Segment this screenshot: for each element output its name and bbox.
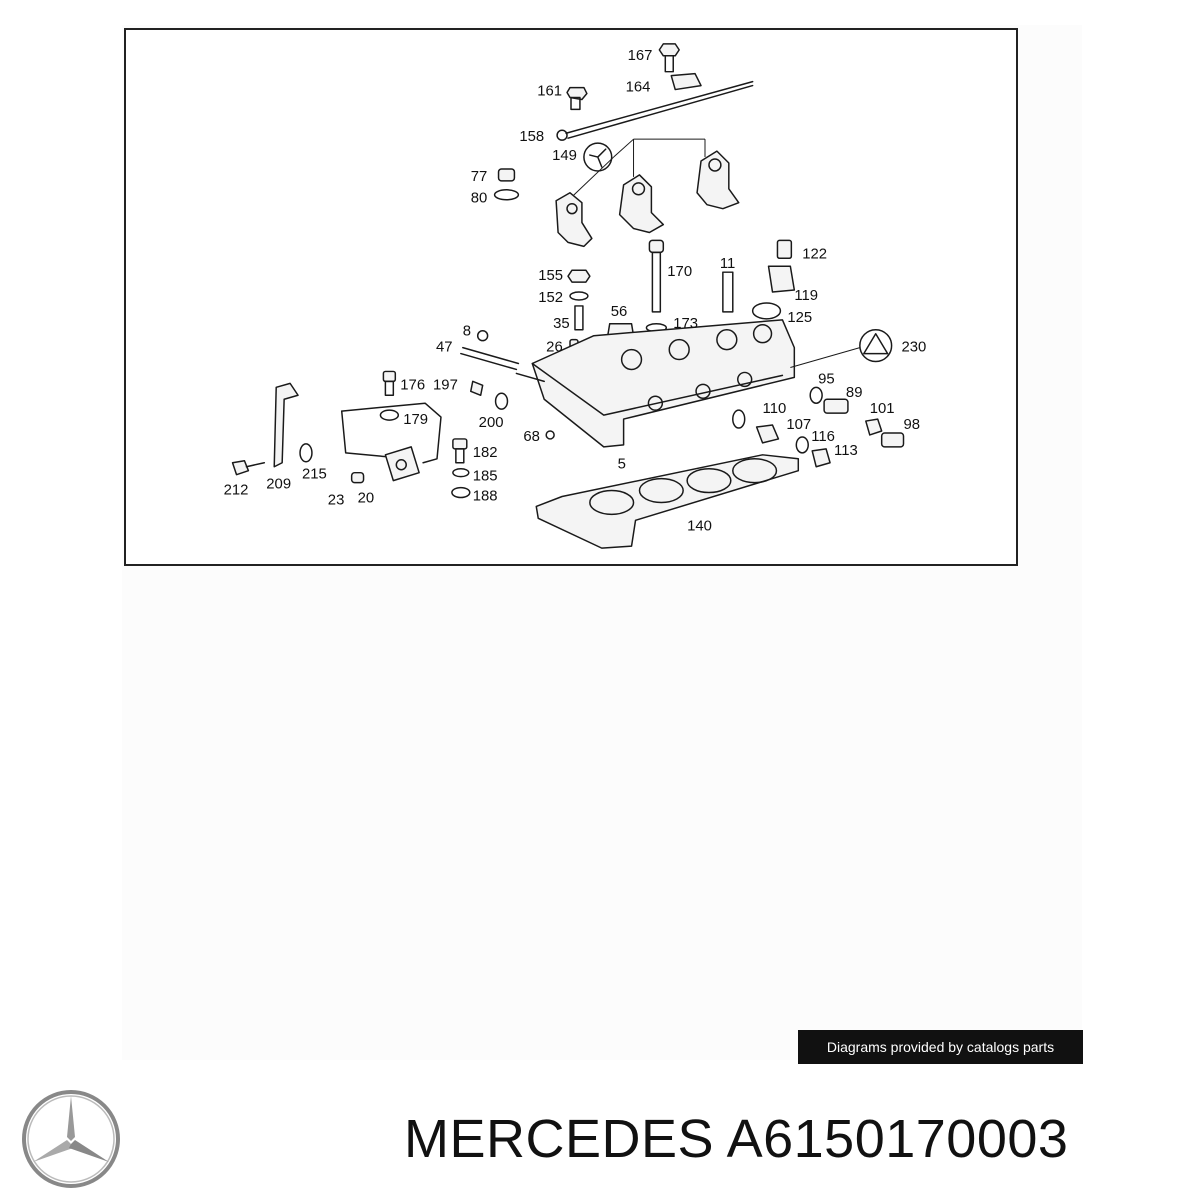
callout-20: 20 bbox=[358, 490, 375, 506]
bolt-167-drawing bbox=[658, 43, 680, 73]
housing-drawing bbox=[340, 402, 442, 464]
callout-209: 209 bbox=[266, 477, 291, 493]
washer-188-drawing bbox=[451, 486, 471, 499]
callout-80: 80 bbox=[471, 191, 488, 207]
bracket-209-drawing bbox=[273, 382, 299, 468]
callout-labels: 167 164 161 158 149 77 80 155 152 35 26 … bbox=[224, 48, 927, 534]
washer-200-drawing bbox=[494, 392, 509, 410]
callout-95: 95 bbox=[818, 371, 835, 387]
callout-77: 77 bbox=[471, 169, 488, 185]
wrench-symbol-149 bbox=[583, 142, 613, 172]
washer-185-drawing bbox=[452, 467, 470, 478]
pin-23-drawing bbox=[350, 471, 365, 484]
part-drawings bbox=[231, 43, 905, 549]
callout-26: 26 bbox=[546, 340, 563, 356]
clip-164-drawing bbox=[670, 72, 702, 91]
plug-101-drawing bbox=[865, 418, 883, 436]
callout-230: 230 bbox=[902, 340, 927, 356]
plug-68-drawing bbox=[545, 430, 555, 440]
callout-35: 35 bbox=[553, 316, 570, 332]
ball-8-drawing bbox=[476, 330, 489, 342]
callout-89: 89 bbox=[846, 385, 863, 401]
pin-11-drawing bbox=[722, 271, 734, 313]
callout-173: 173 bbox=[673, 316, 698, 332]
exploded-parts-diagram: 167 164 161 158 149 77 80 155 152 35 26 … bbox=[124, 28, 1018, 566]
callout-11: 11 bbox=[720, 256, 735, 272]
plug-89-drawing bbox=[823, 398, 849, 414]
bolt-212-drawing bbox=[231, 460, 266, 476]
callout-215: 215 bbox=[302, 467, 327, 483]
plug-113-drawing bbox=[811, 448, 831, 468]
callout-158: 158 bbox=[519, 129, 544, 145]
callout-23: 23 bbox=[328, 492, 345, 508]
brand-name: MERCEDES bbox=[404, 1109, 715, 1169]
cover-20-drawing bbox=[384, 446, 420, 482]
bolt-197-drawing bbox=[470, 380, 484, 397]
rod-158-drawing bbox=[556, 80, 754, 141]
washer-95-drawing bbox=[809, 386, 823, 404]
callout-197: 197 bbox=[433, 377, 458, 393]
callout-161: 161 bbox=[537, 84, 562, 100]
mercedes-star-logo bbox=[22, 1090, 120, 1188]
callout-122: 122 bbox=[802, 246, 827, 262]
callout-155: 155 bbox=[538, 268, 563, 284]
callout-119: 119 bbox=[794, 288, 818, 304]
nut-155-drawing bbox=[567, 269, 591, 283]
rocker-support-middle bbox=[618, 174, 665, 234]
head-gasket-140-drawing bbox=[535, 454, 800, 549]
washer-152-drawing bbox=[569, 291, 589, 301]
bolt-182-drawing bbox=[452, 438, 468, 464]
washer-80-drawing bbox=[493, 189, 520, 201]
cylinder-head-drawing bbox=[515, 319, 796, 448]
callout-140: 140 bbox=[687, 518, 712, 534]
seal-125-drawing bbox=[751, 302, 782, 320]
washer-179-drawing bbox=[379, 409, 400, 421]
callout-98: 98 bbox=[904, 417, 921, 433]
nozzle-122-drawing bbox=[776, 239, 793, 260]
washer-116-drawing bbox=[795, 436, 809, 454]
callout-212: 212 bbox=[224, 483, 249, 499]
rocker-support-right bbox=[696, 150, 740, 210]
part-number: A6150170003 bbox=[726, 1109, 1069, 1169]
callout-125: 125 bbox=[787, 310, 812, 326]
callout-176: 176 bbox=[400, 377, 425, 393]
diagram-credit-badge: Diagrams provided by catalogs parts bbox=[798, 1030, 1083, 1064]
bolt-170-drawing bbox=[648, 239, 665, 313]
callout-107: 107 bbox=[786, 417, 811, 433]
stud-47-drawing bbox=[460, 346, 520, 371]
bolt-161-drawing bbox=[566, 86, 588, 111]
triangle-symbol-230 bbox=[859, 329, 893, 363]
callout-167: 167 bbox=[628, 48, 653, 64]
callout-8: 8 bbox=[463, 324, 471, 340]
callout-5: 5 bbox=[618, 457, 626, 473]
washer-215-drawing bbox=[299, 443, 313, 463]
callout-164: 164 bbox=[626, 80, 651, 96]
holder-119-drawing bbox=[767, 265, 796, 293]
rocker-support-left bbox=[555, 192, 593, 248]
plug-107-drawing bbox=[755, 424, 780, 444]
callout-68: 68 bbox=[523, 429, 540, 445]
callout-182: 182 bbox=[473, 445, 498, 461]
callout-101: 101 bbox=[870, 401, 895, 417]
sleeve-98-drawing bbox=[880, 432, 905, 448]
callout-188: 188 bbox=[473, 488, 498, 504]
callout-185: 185 bbox=[473, 469, 498, 485]
callout-170: 170 bbox=[667, 264, 692, 280]
callout-110: 110 bbox=[763, 401, 787, 417]
callout-179: 179 bbox=[403, 412, 428, 428]
callout-116: 116 bbox=[811, 429, 835, 445]
plug-77-drawing bbox=[497, 168, 516, 182]
part-title: MERCEDES A6150170003 bbox=[404, 1108, 1068, 1170]
callout-200: 200 bbox=[479, 415, 504, 431]
callout-47: 47 bbox=[436, 340, 453, 356]
washer-110-drawing bbox=[732, 409, 746, 429]
bolt-176-drawing bbox=[382, 370, 397, 397]
callout-56: 56 bbox=[611, 304, 628, 320]
callout-113: 113 bbox=[834, 443, 858, 459]
callout-152: 152 bbox=[538, 290, 563, 306]
stud-35-drawing bbox=[574, 305, 584, 331]
callout-149: 149 bbox=[552, 148, 577, 164]
